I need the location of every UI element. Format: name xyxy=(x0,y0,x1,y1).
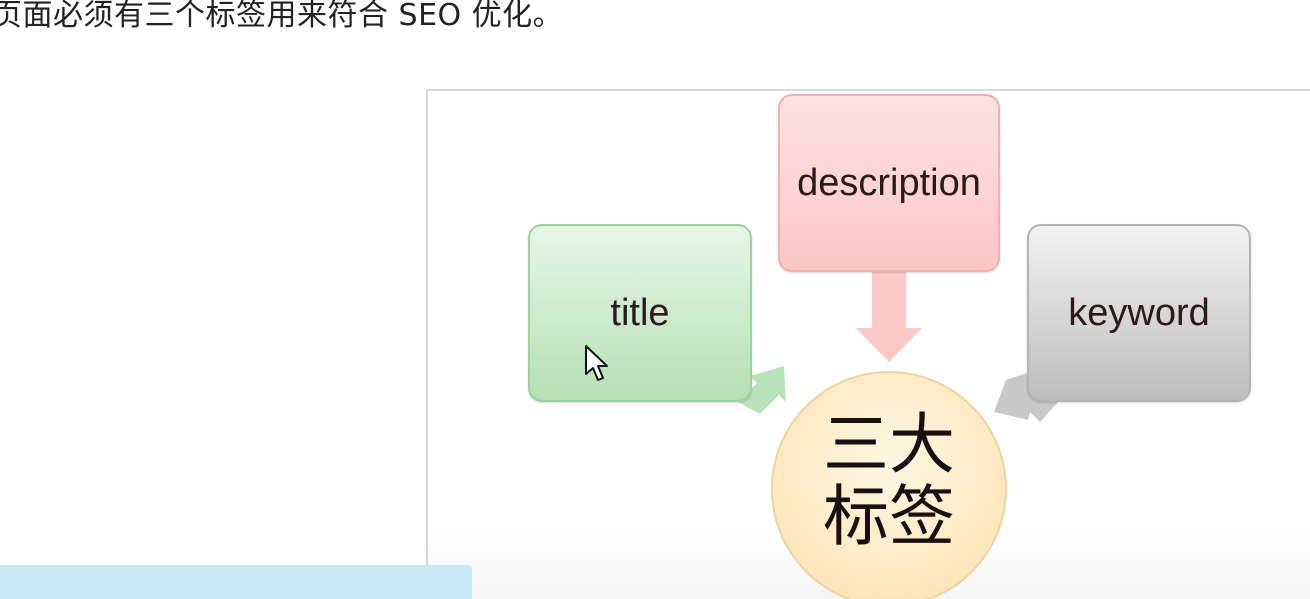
description-tag-box: description xyxy=(778,94,1000,272)
center-label-line1: 三大 xyxy=(823,406,955,483)
arrow-description-to-center xyxy=(856,272,922,362)
title-tag-box: title xyxy=(528,224,752,402)
center-label-line2: 标签 xyxy=(823,478,955,555)
intro-text: 页面必须有三个标签用来符合 SEO 优化。 xyxy=(0,0,564,33)
highlight-bar xyxy=(0,565,472,599)
mouse-pointer-icon xyxy=(585,345,608,381)
arrow-title-to-center xyxy=(738,366,786,414)
keyword-tag-box: keyword xyxy=(1027,224,1251,402)
three-tags-circle: 三大 标签 xyxy=(771,371,1007,599)
